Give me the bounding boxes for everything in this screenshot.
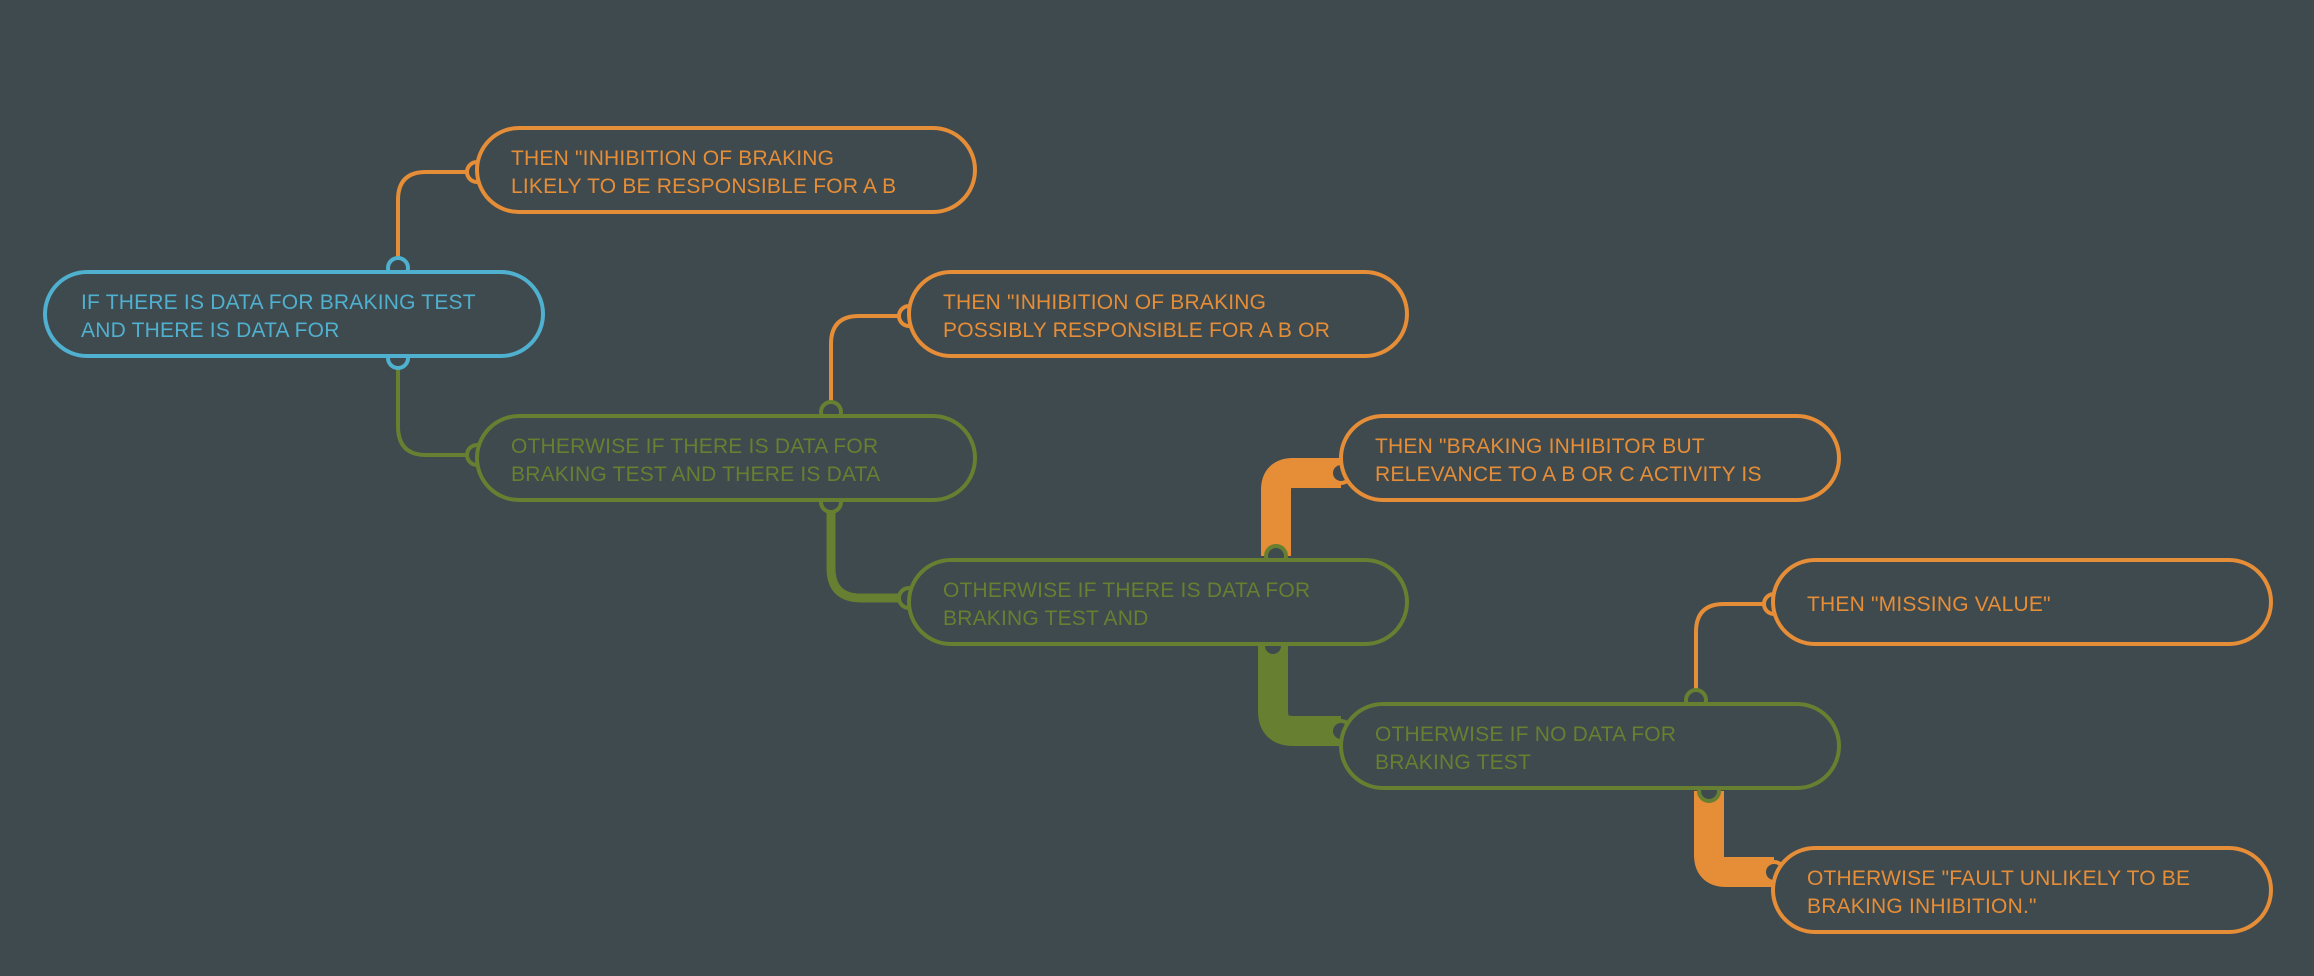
node-else2-line1: OTHERWISE IF THERE IS DATA FOR <box>943 579 1311 602</box>
node-then-possibly-responsible[interactable]: THEN "INHIBITION OF BRAKING POSSIBLY RES… <box>907 270 1409 358</box>
node-otherwise-no-data[interactable]: OTHERWISE IF NO DATA FOR BRAKING TEST <box>1339 702 1841 790</box>
node-otherwise-data-braking-test[interactable]: OTHERWISE IF THERE IS DATA FOR BRAKING T… <box>475 414 977 502</box>
connector-else3-then4 <box>1694 602 1774 700</box>
connector-root-else1 <box>396 358 477 457</box>
connector-else2-else3 <box>1258 646 1341 746</box>
node-then3-line2: RELEVANCE TO A B OR C ACTIVITY IS <box>1375 463 1762 486</box>
node-otherwise-fault-unlikely[interactable]: OTHERWISE "FAULT UNLIKELY TO BE BRAKING … <box>1771 846 2273 934</box>
node-then-likely-responsible[interactable]: THEN "INHIBITION OF BRAKING LIKELY TO BE… <box>475 126 977 214</box>
connector-root-then1 <box>396 170 477 268</box>
node-root-condition[interactable]: IF THERE IS DATA FOR BRAKING TEST AND TH… <box>43 270 545 358</box>
node-then-missing-value[interactable]: THEN "MISSING VALUE" <box>1771 558 2273 646</box>
connector-else1-then2 <box>829 314 909 412</box>
node-root-line2: AND THERE IS DATA FOR <box>81 319 340 342</box>
node-then3-line1: THEN "BRAKING INHIBITOR BUT <box>1375 435 1705 458</box>
node-else4-line1: OTHERWISE "FAULT UNLIKELY TO BE <box>1807 867 2191 890</box>
node-otherwise-braking-test-and[interactable]: OTHERWISE IF THERE IS DATA FOR BRAKING T… <box>907 558 1409 646</box>
node-then4-line1: THEN "MISSING VALUE" <box>1807 593 2051 616</box>
node-else4-line2: BRAKING INHIBITION." <box>1807 895 2037 918</box>
node-else3-line1: OTHERWISE IF NO DATA FOR <box>1375 723 1677 746</box>
node-then2-line2: POSSIBLY RESPONSIBLE FOR A B OR <box>943 319 1331 342</box>
node-else3-line2: BRAKING TEST <box>1375 751 1532 774</box>
node-else2-line2: BRAKING TEST AND <box>943 607 1149 630</box>
node-else1-line1: OTHERWISE IF THERE IS DATA FOR <box>511 435 879 458</box>
connector-else2-then3 <box>1261 458 1341 556</box>
node-else1-line2: BRAKING TEST AND THERE IS DATA <box>511 463 881 486</box>
node-then2-line1: THEN "INHIBITION OF BRAKING <box>943 291 1267 314</box>
node-then1-line2: LIKELY TO BE RESPONSIBLE FOR A B <box>511 175 897 198</box>
connector-else3-else4 <box>1694 791 1774 887</box>
node-root-line1: IF THERE IS DATA FOR BRAKING TEST <box>81 291 476 314</box>
node-then1-line1: THEN "INHIBITION OF BRAKING <box>511 147 835 170</box>
node-then-braking-inhibitor[interactable]: THEN "BRAKING INHIBITOR BUT RELEVANCE TO… <box>1339 414 1841 502</box>
connector-else1-else2 <box>826 502 909 603</box>
